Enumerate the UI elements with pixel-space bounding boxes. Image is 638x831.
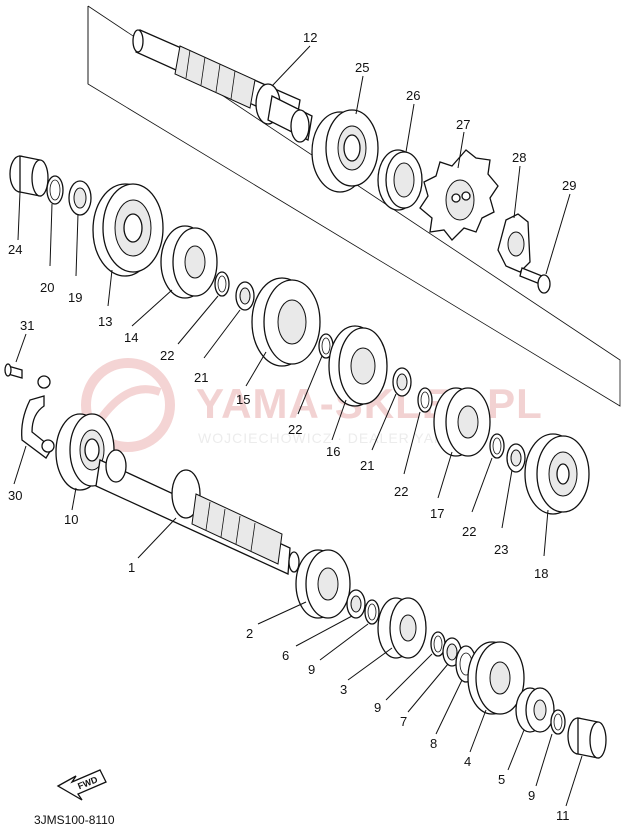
label-16: 16 xyxy=(326,444,340,459)
label-22-mid: 22 xyxy=(288,422,302,437)
watermark-subtitle: WOJCIECHOWICZ · DEALER YAMAHA xyxy=(198,430,479,446)
label-20: 20 xyxy=(40,280,54,295)
part-31-screw xyxy=(4,363,23,379)
label-4: 4 xyxy=(464,754,471,769)
label-26: 26 xyxy=(406,88,420,103)
part-21-washer-mid xyxy=(392,367,412,397)
watermark-logo-icon xyxy=(81,358,175,452)
label-22-right: 22 xyxy=(394,484,408,499)
label-21-mid: 21 xyxy=(360,458,374,473)
part-19-washer xyxy=(68,180,92,216)
part-26-oil-seal xyxy=(377,149,423,211)
part-24-bearing xyxy=(9,155,49,197)
part-20-circlip xyxy=(46,175,64,205)
label-23: 23 xyxy=(494,542,508,557)
label-10: 10 xyxy=(64,512,78,527)
label-11: 11 xyxy=(556,808,570,823)
label-21-upper: 21 xyxy=(194,370,208,385)
part-13-gear xyxy=(92,183,164,277)
label-14: 14 xyxy=(124,330,138,345)
part-18-gear xyxy=(524,433,590,515)
part-16-gear xyxy=(328,325,388,407)
part-30-bearing-retainer xyxy=(21,375,55,459)
part-25-bearing xyxy=(311,109,379,193)
label-27: 27 xyxy=(456,117,470,132)
label-13: 13 xyxy=(98,314,112,329)
part-28-lock-washer xyxy=(497,213,531,273)
label-5: 5 xyxy=(498,772,505,787)
label-24: 24 xyxy=(8,242,22,257)
fwd-arrow: FWD xyxy=(56,769,107,801)
part-17-gear xyxy=(433,387,491,457)
label-1: 1 xyxy=(128,560,135,575)
label-3: 3 xyxy=(340,682,347,697)
part-22-circlip-upper xyxy=(214,271,230,297)
part-9-circlip-c xyxy=(550,709,566,735)
label-8: 8 xyxy=(430,736,437,751)
part-6-washer xyxy=(346,589,366,619)
label-17: 17 xyxy=(430,506,444,521)
label-19: 19 xyxy=(68,290,82,305)
part-15-gear xyxy=(251,277,321,367)
label-15: 15 xyxy=(236,392,250,407)
label-9-c: 9 xyxy=(528,788,535,803)
label-22-lower: 22 xyxy=(462,524,476,539)
part-21-washer-upper xyxy=(235,281,255,311)
label-18: 18 xyxy=(534,566,548,581)
part-labels: 12 25 26 27 28 29 24 20 19 13 14 22 21 1… xyxy=(8,30,576,823)
part-11-bearing xyxy=(567,717,607,759)
part-22-circlip-right xyxy=(417,387,433,413)
label-31: 31 xyxy=(20,318,34,333)
label-30: 30 xyxy=(8,488,22,503)
part-2-gear xyxy=(295,549,351,619)
label-25: 25 xyxy=(355,60,369,75)
label-22-upper: 22 xyxy=(160,348,174,363)
part-1-main-axle xyxy=(95,449,300,575)
part-3-gear xyxy=(377,597,427,659)
label-9-b: 9 xyxy=(374,700,381,715)
part-27-drive-sprocket xyxy=(419,149,499,241)
part-9-circlip-a xyxy=(364,599,380,625)
label-6: 6 xyxy=(282,648,289,663)
label-9-a: 9 xyxy=(308,662,315,677)
diagram-code: 3JMS100-8110 xyxy=(34,813,115,827)
label-7: 7 xyxy=(400,714,407,729)
part-23-washer xyxy=(506,443,526,473)
label-28: 28 xyxy=(512,150,526,165)
part-12-drive-axle xyxy=(132,29,313,143)
part-4-gear xyxy=(467,641,525,715)
part-5-gear xyxy=(515,687,555,733)
leader-lines xyxy=(13,45,583,807)
watermark-logo-swoosh-icon xyxy=(96,385,162,423)
label-29: 29 xyxy=(562,178,576,193)
part-29-bolt xyxy=(519,267,551,294)
part-22-circlip-lower xyxy=(489,433,505,459)
label-12: 12 xyxy=(303,30,317,45)
part-9-circlip-b xyxy=(430,631,446,657)
part-14-gear xyxy=(160,225,218,299)
label-2: 2 xyxy=(246,626,253,641)
fwd-arrow-icon xyxy=(56,769,107,801)
